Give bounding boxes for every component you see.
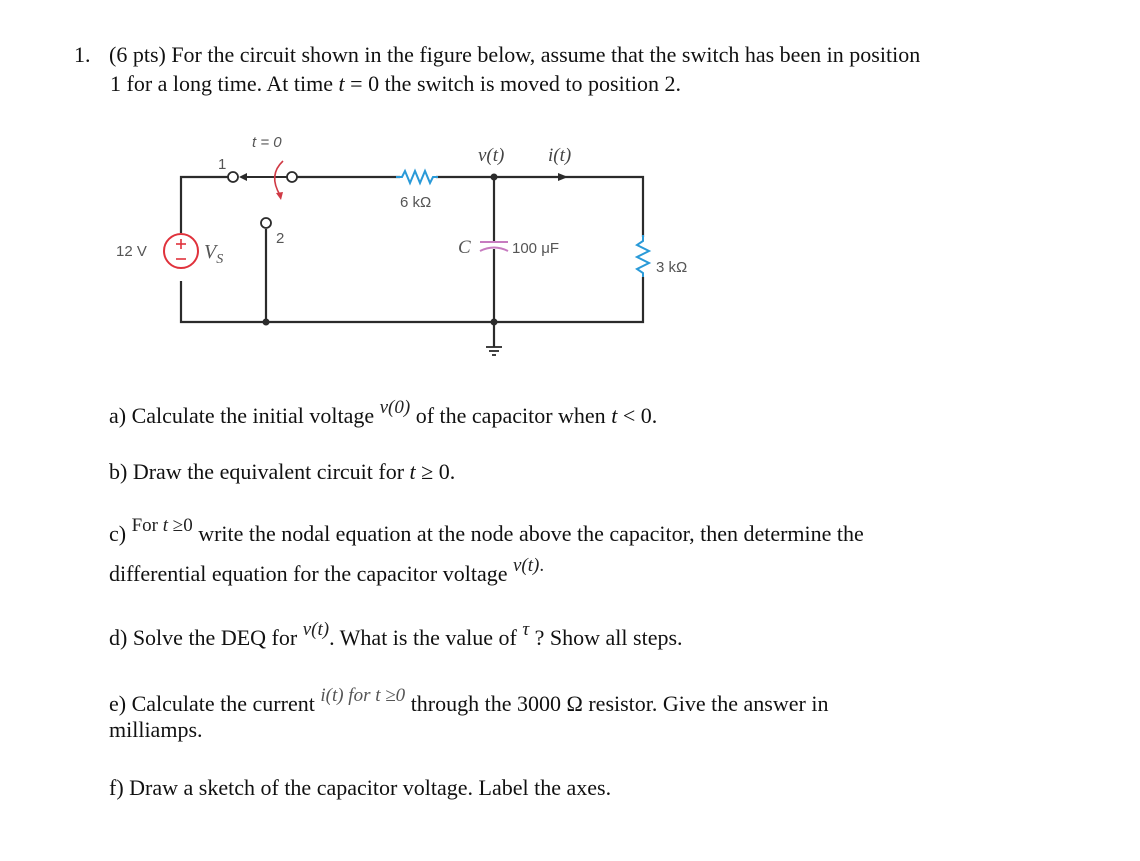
node-dot-switch	[262, 318, 270, 326]
node-dot-top	[490, 173, 498, 181]
problem-statement: 1.(6 pts) For the circuit shown in the f…	[74, 40, 1034, 98]
source-name-label: VS	[204, 241, 223, 267]
math-for-t-ge-0: For t ≥0	[131, 515, 193, 536]
problem-line-2: 1 for a long time. At time t = 0 the swi…	[110, 71, 681, 96]
question-b: b) Draw the equivalent circuit for t ≥ 0…	[109, 459, 456, 484]
math-it-for-t: i(t) for t ≥0	[320, 685, 406, 706]
circuit-wires	[179, 175, 645, 347]
resistor-6k-icon	[396, 168, 438, 186]
question-e: e) Calculate the current i(t) for t ≥0 t…	[109, 685, 829, 744]
problem-number: 1.	[74, 42, 91, 67]
question-c-line-2: differential equation for the capacitor …	[109, 555, 545, 586]
math-vt: v(t)	[302, 619, 330, 640]
capacitor-icon	[479, 241, 509, 252]
math-v0: v(0)	[379, 397, 411, 418]
circuit-diagram: 6 kΩ 3 kΩ 12 V VS t = 0 1 2	[100, 125, 720, 365]
resistor-3k-label: 3 kΩ	[656, 259, 687, 276]
voltage-source-icon	[163, 233, 199, 269]
math-vt: v(t)	[512, 555, 540, 576]
problem-line-1: 1.(6 pts) For the circuit shown in the f…	[74, 42, 921, 67]
question-c-line-1: c) For t ≥0 write the nodal equation at …	[109, 515, 864, 546]
switch-pos1-label: 1	[218, 156, 226, 173]
current-label: i(t)	[548, 145, 571, 166]
capacitor-value-label: 100 μF	[512, 240, 559, 257]
switch-time-label: t = 0	[252, 134, 282, 151]
question-e-line-1: e) Calculate the current i(t) for t ≥0 t…	[109, 685, 829, 716]
question-e-line-2: milliamps.	[109, 717, 203, 742]
node-dot-bottom	[490, 318, 498, 326]
question-d: d) Solve the DEQ for v(t). What is the v…	[109, 619, 683, 650]
resistor-3k-icon	[634, 235, 652, 277]
question-a: a) Calculate the initial voltage v(0) of…	[109, 397, 658, 428]
question-c: c) For t ≥0 write the nodal equation at …	[109, 515, 864, 590]
resistor-6k-label: 6 kΩ	[400, 194, 431, 211]
question-f: f) Draw a sketch of the capacitor voltag…	[109, 775, 612, 800]
math-tau: τ	[522, 619, 530, 640]
node-voltage-label: v(t)	[478, 145, 504, 166]
current-arrow-icon	[558, 173, 568, 181]
ground-icon	[486, 346, 502, 356]
switch-pos2-label: 2	[276, 230, 284, 247]
switch-icon	[227, 160, 298, 229]
capacitor-name-label: C	[458, 237, 471, 258]
source-value-label: 12 V	[116, 243, 147, 260]
